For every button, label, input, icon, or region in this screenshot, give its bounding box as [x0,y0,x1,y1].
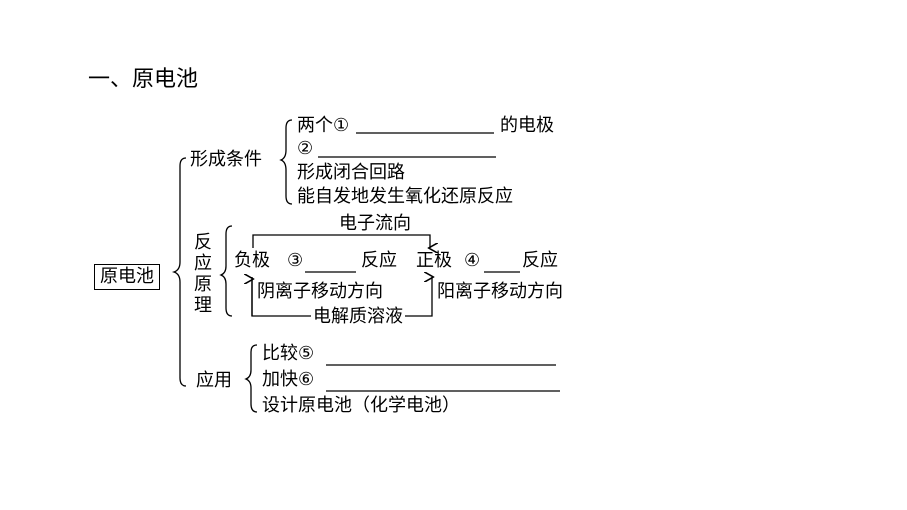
application-compare: 比较⑤ [262,343,315,364]
conditions-label: 形成条件 [190,149,262,170]
condition-1: 两个① [297,115,350,136]
anion-direction: 阴离子移动方向 [257,281,383,302]
application-label: 应用 [196,370,232,391]
principle-brace [219,225,233,317]
condition-1-suffix: 的电极 [500,115,554,136]
conditions-brace [279,119,293,205]
condition-3: 形成闭合回路 [297,162,405,183]
electrolyte-label: 电解质溶液 [311,306,405,327]
section-title: 一、原电池 [88,67,199,92]
reaction-2: 反应 [522,250,558,271]
condition-2: ② [297,138,314,159]
negative-electrode: 负极 [234,250,270,271]
reaction-1: 反应 [361,250,397,271]
blank-3-number: ③ [287,250,304,271]
electron-flow-path [252,234,430,248]
principle-label-4: 理 [194,295,212,316]
principle-label-1: 反 [194,232,212,253]
blank-4-number: ④ [464,250,481,271]
cation-direction: 阳离子移动方向 [437,281,563,302]
application-speed: 加快⑥ [262,369,315,390]
root-node: 原电池 [94,264,160,290]
electron-flow-label: 电子流向 [339,213,411,234]
application-brace [244,344,258,413]
application-design: 设计原电池（化学电池） [262,395,460,416]
principle-label-2: 应 [194,253,212,274]
positive-electrode: 正极 [416,250,452,271]
principle-label-3: 原 [194,274,212,295]
main-brace [171,157,187,387]
condition-4: 能自发地发生氧化还原反应 [297,186,513,207]
